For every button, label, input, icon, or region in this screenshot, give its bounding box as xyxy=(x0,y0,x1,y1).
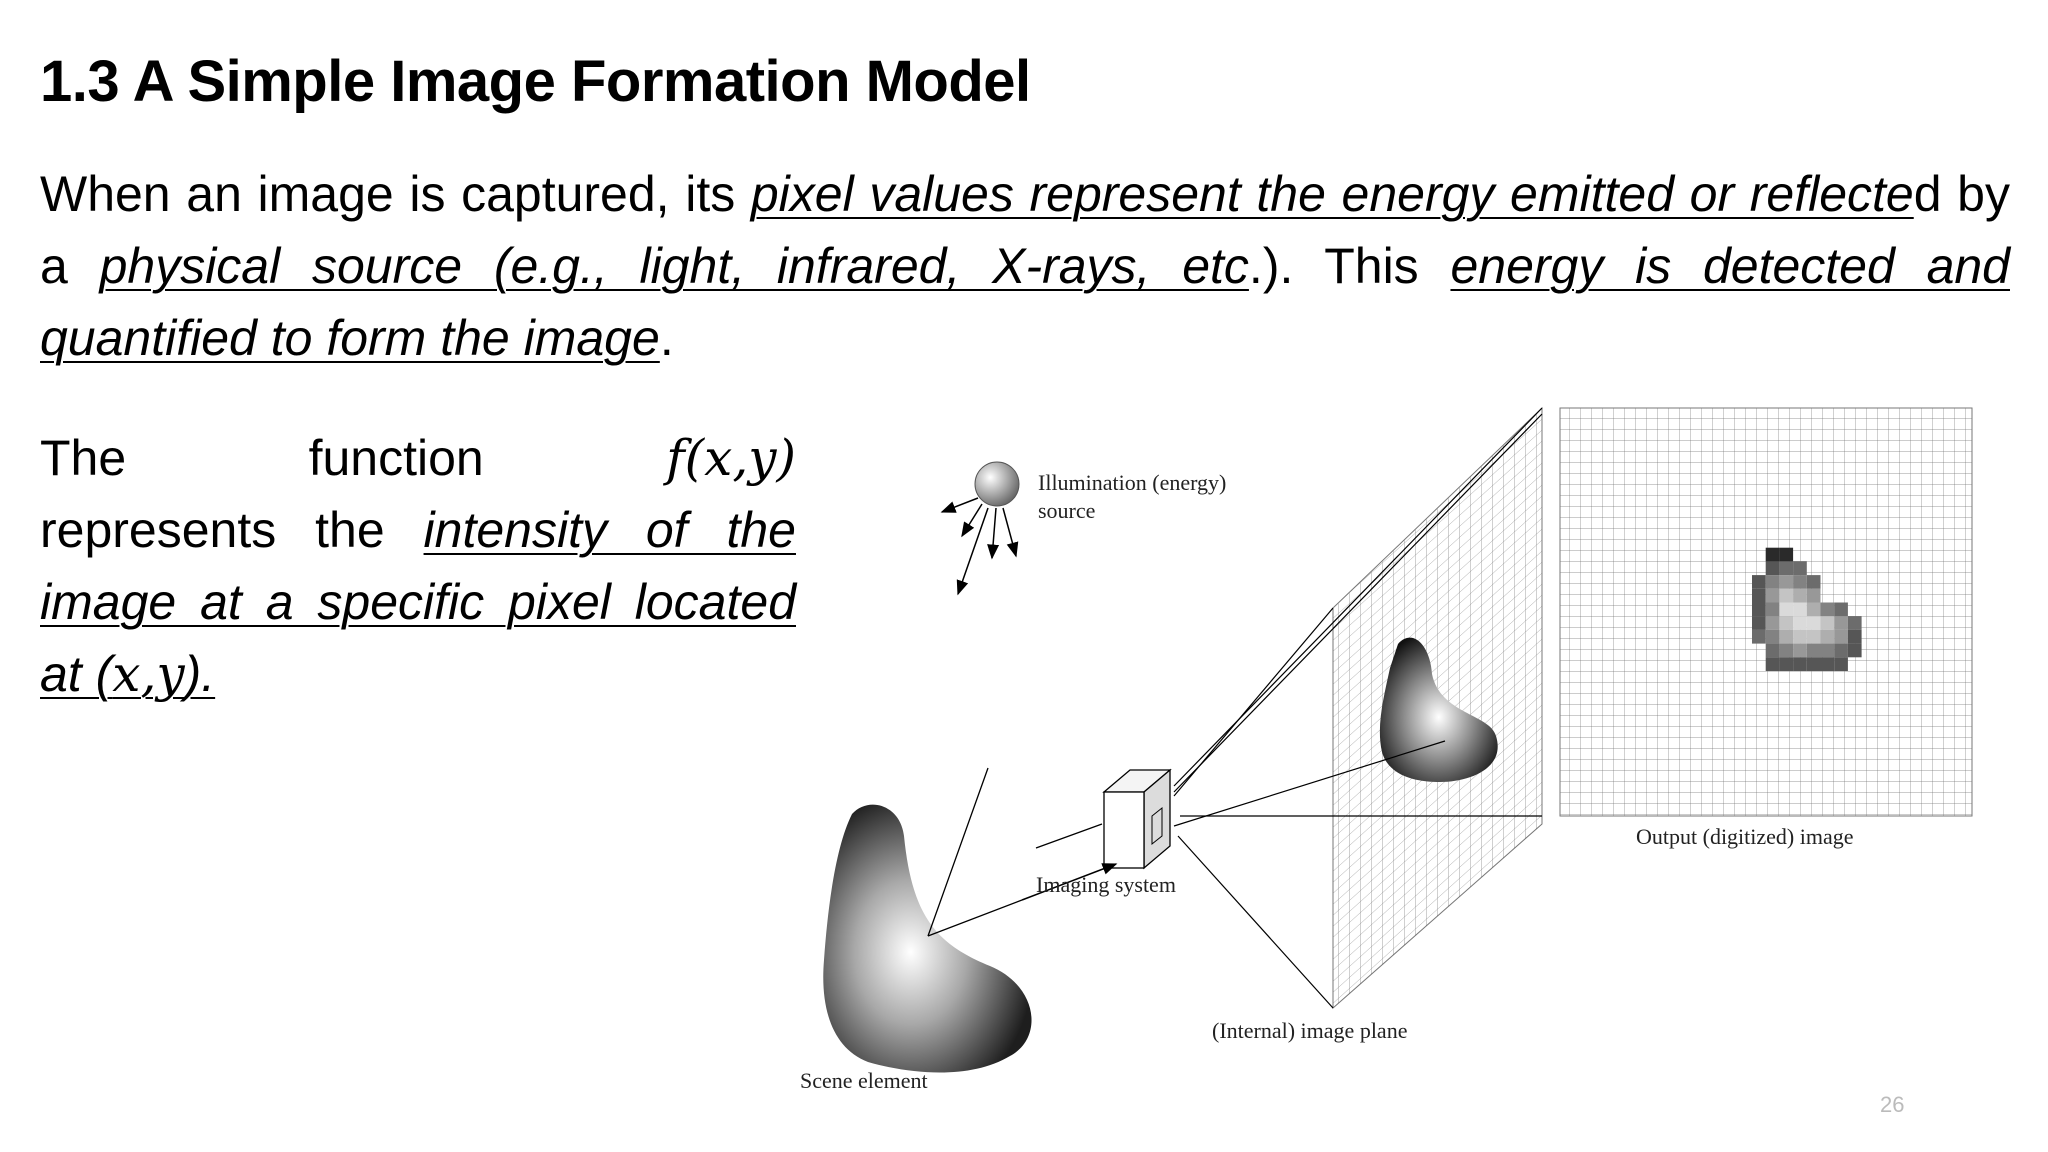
label-illumination-2: source xyxy=(1038,498,1095,523)
scene-element xyxy=(823,767,1118,1073)
intro-emphasis-3: energy is detected and quantified to for… xyxy=(40,238,2010,366)
digitized-pixel xyxy=(1793,602,1807,617)
digitized-pixel xyxy=(1834,643,1848,658)
intro-text-2: d by a xyxy=(40,166,2010,294)
function-first-line: The function f(x,y) xyxy=(40,422,796,494)
digitized-pixel xyxy=(1834,616,1848,630)
digitized-pixel xyxy=(1834,602,1848,617)
digitized-pixel xyxy=(1752,602,1766,617)
digitized-pixel xyxy=(1820,629,1835,644)
digitized-pixel xyxy=(1765,616,1780,630)
digitized-pixel xyxy=(1847,643,1862,658)
imaging-system-box xyxy=(1102,768,1172,870)
digitized-pixel xyxy=(1806,602,1821,617)
digitized-pixel xyxy=(1779,657,1794,671)
digitized-pixel xyxy=(1793,643,1807,658)
function-notation: f(x,y) xyxy=(666,429,796,487)
function-coordinates: x,y xyxy=(112,645,185,703)
digitized-pixel xyxy=(1793,588,1807,603)
image-formation-diagram: Illumination (energy) source Imaging sys… xyxy=(800,406,1973,1093)
digitized-pixel xyxy=(1820,643,1835,658)
intro-text-4: . xyxy=(659,310,674,366)
label-output-image: Output (digitized) image xyxy=(1636,824,1854,849)
digitized-pixel xyxy=(1765,575,1780,589)
digitized-pixel xyxy=(1793,561,1807,576)
digitized-pixel xyxy=(1834,657,1848,671)
label-illumination-1: Illumination (energy) xyxy=(1038,470,1226,495)
digitized-pixel xyxy=(1820,657,1835,671)
label-imaging-system: Imaging system xyxy=(1036,872,1176,897)
intro-text-1: When an image is captured, its xyxy=(40,166,751,222)
digitized-pixel xyxy=(1765,643,1780,658)
word-function: function xyxy=(308,430,484,486)
function-paragraph: The function f(x,y) represents the inten… xyxy=(40,422,796,710)
digitized-pixel xyxy=(1793,629,1807,644)
digitized-pixel xyxy=(1779,602,1794,617)
digitized-pixel xyxy=(1806,657,1821,671)
digitized-pixel xyxy=(1779,547,1794,562)
digitized-pixel xyxy=(1806,643,1821,658)
page-number: 26 xyxy=(1880,1092,1905,1117)
output-digitized-image xyxy=(1559,407,1973,817)
function-emphasis-text: intensity of the image at a specific pix… xyxy=(40,502,796,702)
function-emphasis: intensity of the image at a specific pix… xyxy=(40,502,796,703)
digitized-pixel xyxy=(1820,616,1835,630)
digitized-pixel xyxy=(1779,643,1794,658)
digitized-pixel xyxy=(1765,602,1780,617)
digitized-pixel xyxy=(1834,629,1848,644)
digitized-pixel xyxy=(1765,588,1780,603)
label-image-plane: (Internal) image plane xyxy=(1212,1018,1407,1043)
intro-emphasis-2: physical source (e.g., light, infrared, … xyxy=(99,238,1249,294)
word-the: The xyxy=(40,430,127,486)
digitized-pixel xyxy=(1847,629,1862,644)
digitized-pixel xyxy=(1765,547,1780,562)
slide-title: 1.3 A Simple Image Formation Model xyxy=(40,49,1031,114)
digitized-pixel xyxy=(1752,575,1766,589)
digitized-pixel xyxy=(1765,561,1780,576)
digitized-pixel xyxy=(1779,616,1794,630)
digitized-pixel xyxy=(1752,616,1766,630)
intro-paragraph: When an image is captured, its pixel val… xyxy=(40,158,2010,374)
digitized-pixel xyxy=(1779,575,1794,589)
digitized-pixel xyxy=(1765,629,1780,644)
digitized-blob xyxy=(1752,547,1862,671)
digitized-pixel xyxy=(1765,657,1780,671)
digitized-pixel xyxy=(1779,629,1794,644)
intro-emphasis-1: pixel values represent the energy emitte… xyxy=(750,166,1914,222)
digitized-pixel xyxy=(1779,588,1794,603)
digitized-pixel xyxy=(1779,561,1794,576)
function-emphasis-end: ). xyxy=(184,646,216,702)
intro-text-3: .). This xyxy=(1248,238,1451,294)
digitized-pixel xyxy=(1752,629,1766,644)
digitized-pixel xyxy=(1806,616,1821,630)
projection-lines xyxy=(1173,407,1543,1009)
digitized-pixel xyxy=(1847,616,1862,630)
digitized-pixel xyxy=(1806,575,1821,589)
digitized-pixel xyxy=(1752,588,1766,603)
digitized-pixel xyxy=(1793,616,1807,630)
digitized-pixel xyxy=(1806,588,1821,603)
internal-image-plane xyxy=(1332,406,1543,1010)
digitized-pixel xyxy=(1793,657,1807,671)
label-scene-element: Scene element xyxy=(800,1068,928,1093)
function-text: represents the xyxy=(40,502,424,558)
digitized-pixel xyxy=(1793,575,1807,589)
projected-scene xyxy=(1379,637,1498,782)
illumination-source xyxy=(940,461,1020,596)
digitized-pixel xyxy=(1820,602,1835,617)
digitized-pixel xyxy=(1806,629,1821,644)
function-body: represents the intensity of the image at… xyxy=(40,494,796,710)
light-source-sphere xyxy=(974,461,1020,507)
